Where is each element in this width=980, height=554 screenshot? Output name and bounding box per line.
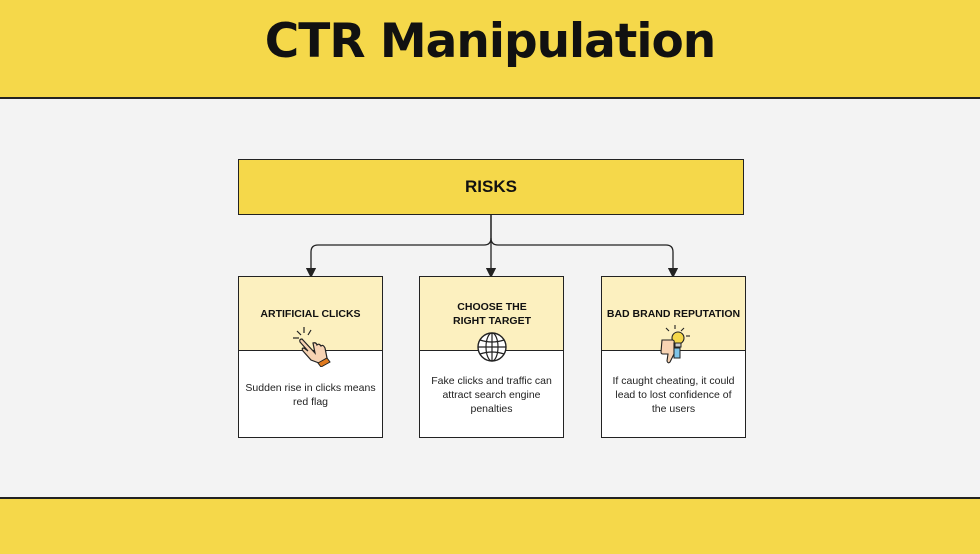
card-header: CHOOSE THE RIGHT TARGET bbox=[420, 277, 563, 362]
card-header: ARTIFICIAL CLICKS bbox=[239, 277, 382, 368]
globe-icon bbox=[476, 331, 508, 368]
card-artificial-clicks: ARTIFICIAL CLICKS Sudden rise in clicks … bbox=[238, 276, 383, 438]
card-header: BAD BRAND REPUTATION bbox=[602, 277, 745, 364]
header-band bbox=[0, 0, 980, 99]
connector-right bbox=[490, 237, 679, 279]
card-title: CHOOSE THE RIGHT TARGET bbox=[453, 301, 531, 327]
card-title: BAD BRAND REPUTATION bbox=[606, 308, 741, 320]
thumbs-down-lightbulb-icon bbox=[658, 324, 692, 371]
footer-band bbox=[0, 497, 980, 554]
card-bad-reputation: BAD BRAND REPUTATION If caught cheating,… bbox=[601, 276, 746, 438]
connector-left bbox=[305, 244, 484, 279]
risks-label: RISKS bbox=[465, 177, 517, 196]
card-description: If caught cheating, it could lead to los… bbox=[612, 375, 735, 415]
card-description: Fake clicks and traffic can attract sear… bbox=[431, 375, 552, 415]
card-title: ARTIFICIAL CLICKS bbox=[260, 308, 361, 320]
connector-trunk bbox=[483, 215, 492, 246]
risks-node: RISKS bbox=[238, 159, 744, 215]
card-description: Sudden rise in clicks means red flag bbox=[245, 382, 376, 408]
card-choose-target: CHOOSE THE RIGHT TARGET Fake clicks and … bbox=[419, 276, 564, 438]
page-title: CTR Manipulation bbox=[264, 14, 716, 69]
pointing-hand-icon bbox=[289, 325, 335, 372]
